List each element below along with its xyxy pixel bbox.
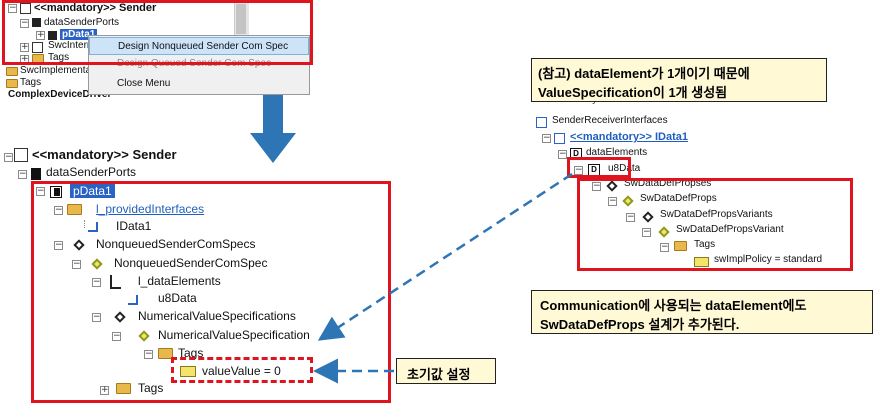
reference-icon [88, 222, 98, 232]
numerical-spec-label: NumericalValueSpecification [158, 328, 310, 342]
collapse-toggle[interactable]: − [542, 133, 551, 143]
port-icon [50, 186, 62, 198]
port-icon [48, 31, 57, 40]
sw-propses-label: SwDataDefPropses [624, 178, 712, 189]
u8data-label: u8Data [608, 163, 641, 174]
left-tree: − <<mandatory>> Sender − dataSenderPorts… [0, 140, 400, 404]
context-menu: Design Nonqueued Sender Com Spec Design … [88, 35, 310, 95]
collapse-toggle[interactable]: − [18, 169, 27, 179]
value-dashed-box [171, 357, 313, 383]
expand-toggle[interactable]: + [20, 42, 29, 52]
variant-label: SwDataDefPropsVariant [676, 224, 784, 235]
collapse-toggle[interactable]: − [642, 227, 651, 237]
tree-connector [84, 220, 86, 228]
collapse-toggle[interactable]: − [36, 186, 45, 196]
interface-icon [536, 117, 547, 128]
ports-label: dataSenderPorts [46, 165, 137, 179]
collapse-toggle[interactable]: − [660, 242, 669, 252]
complex-label: ComplexDeviceDriver [8, 89, 112, 100]
arrow-to-numerical-spec [317, 172, 573, 341]
numerical-specs-label: NumericalValueSpecifications [138, 309, 296, 323]
pdata-label[interactable]: pData1 [60, 29, 98, 40]
internal-behavior-icon [32, 42, 43, 53]
collapse-toggle[interactable]: − [92, 277, 101, 287]
sw-props-label: SwDataDefProps [640, 193, 717, 204]
root-label: <<mandatory>> Sender [32, 147, 177, 162]
collapse-toggle[interactable]: − [144, 349, 153, 359]
collapse-toggle[interactable]: − [92, 312, 101, 322]
u8data-highlight-box [567, 157, 631, 178]
init-callout: 초기값 설정 [396, 358, 496, 384]
open-folder-icon [674, 241, 687, 251]
collapse-toggle[interactable]: − [72, 259, 81, 269]
value-label: valueValue = 0 [202, 364, 281, 378]
tags-label: Tags [178, 346, 204, 360]
ports-label: dataSenderPorts [44, 17, 120, 28]
provided-interfaces-link[interactable]: l_providedInterfaces [96, 202, 205, 216]
note-line-1: (참고) dataElement가 1개이기 때문에 [538, 66, 750, 81]
expand-toggle[interactable]: + [100, 385, 109, 395]
value-tag-icon [180, 366, 196, 377]
component-icon [14, 148, 28, 162]
comm-line-1: Communication에 사용되는 dataElement에도 [540, 298, 807, 313]
port-icon-fill [54, 188, 60, 196]
collapse-toggle[interactable]: − [626, 212, 635, 222]
scroll-thumb[interactable] [236, 4, 246, 34]
collapse-toggle[interactable]: − [608, 196, 617, 206]
data-elements-label: l_dataElements [138, 274, 221, 288]
component-icon [20, 3, 31, 14]
port-prototype-icon [31, 168, 41, 180]
folder-icon [6, 67, 18, 76]
idata-link[interactable]: <<mandatory>> IData1 [570, 131, 689, 143]
note-callout: (참고) dataElement가 1개이기 때문에 ValueSpecific… [531, 58, 827, 102]
root-label: <<mandatory>> Sender [34, 2, 157, 14]
tags-bottom-label: Tags [138, 381, 164, 395]
open-folder-icon [158, 348, 173, 359]
tags-label-2: Tags [20, 77, 42, 88]
u8data-label: u8Data [158, 291, 197, 305]
nonqueued-spec-label: NonqueuedSenderComSpec [114, 256, 268, 270]
swdata-highlight-box [577, 178, 853, 271]
init-label: 초기값 설정 [407, 367, 471, 382]
down-arrow-icon [250, 95, 296, 163]
value-tag-icon [694, 257, 709, 267]
reference-icon [128, 295, 138, 305]
swc-impl-label: SwcImplementatio [20, 65, 102, 76]
collapse-toggle[interactable]: − [54, 240, 63, 250]
left-highlight-box [31, 181, 391, 403]
collapse-toggle[interactable]: − [574, 165, 583, 175]
data-elements-label: dataElements [586, 147, 648, 158]
top-highlight-box [2, 0, 313, 65]
idata-label: IData1 [116, 219, 152, 233]
top-screenshot: − <<mandatory>> Sender − dataSenderPorts… [0, 0, 310, 100]
comm-callout: Communication에 사용되는 dataElement에도 SwData… [531, 290, 873, 334]
folder-icon [116, 383, 131, 394]
variants-label: SwDataDefPropsVariants [660, 209, 773, 220]
swc-internal-label: SwcInternal [48, 40, 101, 51]
note-line-2: ValueSpecification이 1개 생성됨 [538, 85, 728, 100]
menu-item-nonqueued[interactable]: Design Nonqueued Sender Com Spec [89, 37, 309, 55]
sri-label: SenderReceiverInterfaces [552, 115, 668, 126]
folder-icon [6, 79, 18, 88]
collapse-toggle[interactable]: − [20, 18, 29, 28]
collapse-toggle[interactable]: − [8, 3, 17, 13]
collapse-toggle[interactable]: − [558, 149, 567, 159]
nonqueued-specs-label: NonqueuedSenderComSpecs [96, 237, 256, 251]
collapse-toggle[interactable]: − [112, 331, 121, 341]
policy-label: swImplPolicy = standard [714, 254, 823, 265]
collapse-toggle[interactable]: − [54, 205, 63, 215]
collapse-toggle[interactable]: − [4, 152, 13, 162]
interface-icon [554, 133, 565, 144]
pdata-label[interactable]: pData1 [70, 184, 115, 198]
open-folder-icon [67, 204, 82, 215]
collapse-toggle[interactable]: − [592, 181, 601, 191]
expand-toggle[interactable]: + [36, 30, 45, 40]
tags-label: Tags [48, 52, 70, 63]
port-prototype-icon [32, 18, 41, 27]
data-element-ref-icon [110, 275, 121, 289]
menu-item-close[interactable]: Close Menu [117, 78, 171, 89]
tags-label: Tags [694, 239, 716, 250]
comm-line-2: SwDataDefProps 설계가 추가된다. [540, 317, 740, 332]
